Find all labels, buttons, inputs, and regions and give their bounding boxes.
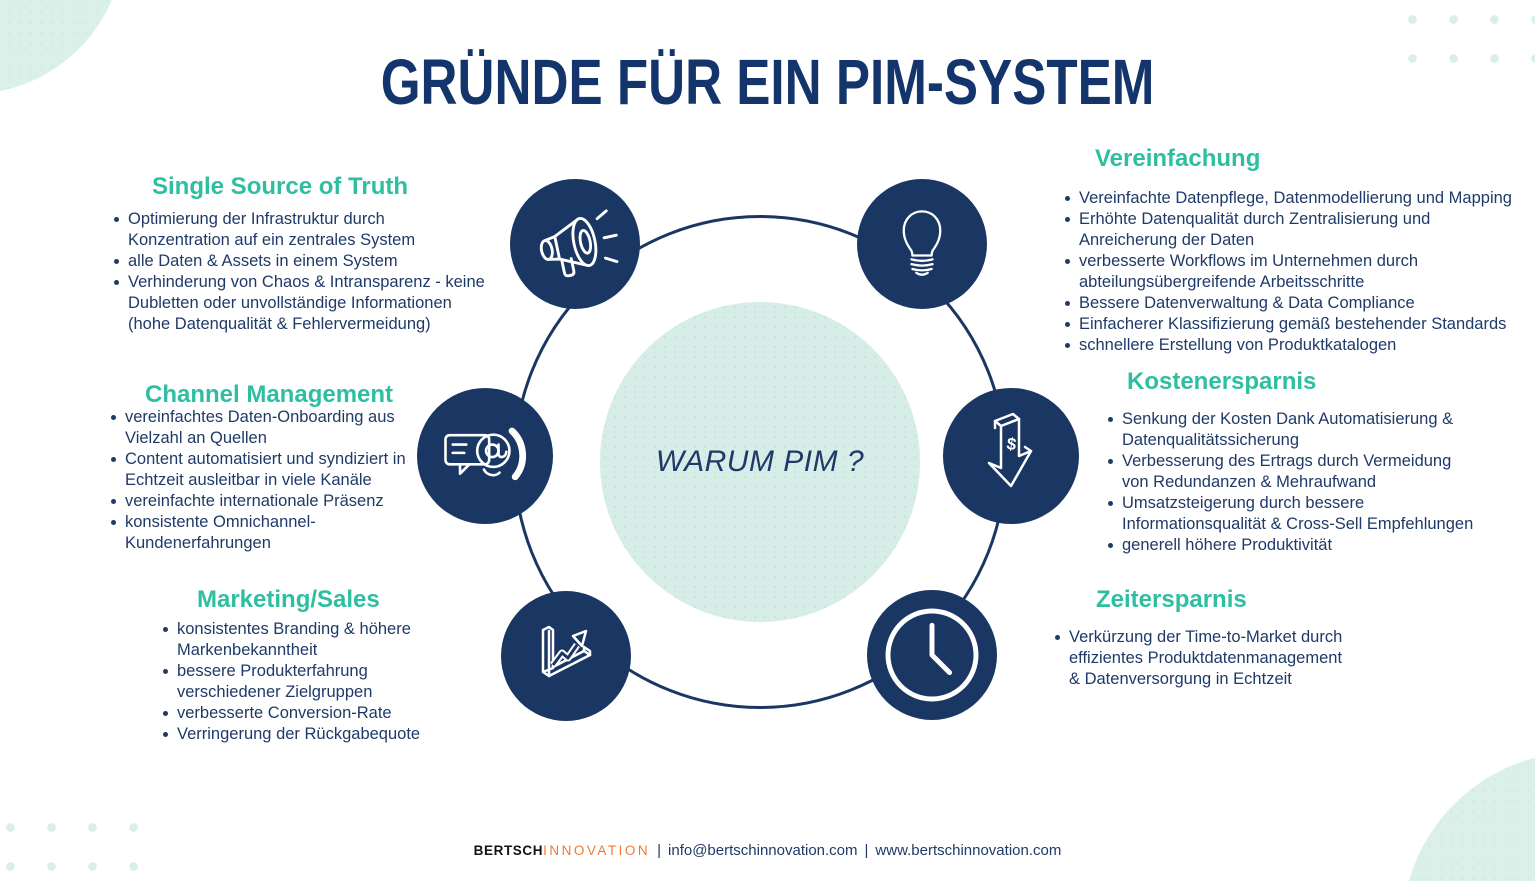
bullet-item: Content automatisiert und syndiziert in … — [108, 449, 438, 491]
section-heading-kostenersparnis: Kostenersparnis — [1127, 368, 1317, 395]
bullet-list-marketing-sales: konsistentes Branding & höhere Markenbek… — [160, 619, 450, 745]
bullet-list-kostenersparnis: Senkung der Kosten Dank Automatisierung … — [1105, 409, 1495, 556]
corner-circle-bottom-right — [1402, 752, 1535, 881]
bullet-list-zeitersparnis: Verkürzung der Time-to-Market durch effi… — [1052, 627, 1372, 690]
dot-grid-bottom-left — [0, 808, 156, 881]
section-heading-zeitersparnis: Zeitersparnis — [1096, 586, 1247, 613]
section-heading-channel-management: Channel Management — [145, 381, 394, 408]
center-label: WARUM PIM ? — [655, 445, 865, 478]
page-title: GRÜNDE FÜR EIN PIM-SYSTEM — [380, 46, 1155, 118]
bullet-item: Vereinfachte Datenpflege, Datenmodellier… — [1062, 188, 1532, 209]
dot-grid-top-right — [1392, 0, 1535, 78]
bullet-item: Verringerung der Rückgabequote — [160, 724, 450, 745]
communication-icon — [417, 388, 553, 524]
section-heading-vereinfachung: Vereinfachung — [1095, 145, 1261, 172]
bullet-list-vereinfachung: Vereinfachte Datenpflege, Datenmodellier… — [1062, 188, 1532, 356]
bullet-item: verbesserte Workflows im Unternehmen dur… — [1062, 251, 1532, 293]
bullet-item: alle Daten & Assets in einem System — [111, 251, 491, 272]
megaphone-icon — [510, 179, 640, 309]
section-heading-marketing-sales: Marketing/Sales — [197, 586, 380, 613]
footer-website: www.bertschinnovation.com — [875, 842, 1062, 859]
bullet-item: Einfacherer Klassifizierung gemäß besteh… — [1062, 314, 1532, 335]
bullet-item: Verbesserung des Ertrags durch Vermeidun… — [1105, 451, 1495, 493]
bullet-item: Bessere Datenverwaltung & Data Complianc… — [1062, 293, 1532, 314]
bullet-item: Senkung der Kosten Dank Automatisierung … — [1105, 409, 1495, 451]
logo-innovation: INNOVATION — [543, 843, 651, 858]
bullet-item: bessere Produkterfahrung verschiedener Z… — [160, 661, 450, 703]
bullet-item: verbesserte Conversion-Rate — [160, 703, 450, 724]
lightbulb-icon — [857, 179, 987, 309]
company-logo: BERTSCH INNOVATION — [474, 843, 650, 858]
svg-text:$: $ — [1005, 434, 1018, 454]
cost-down-arrow-icon: $ — [943, 388, 1079, 524]
bullet-item: Verkürzung der Time-to-Market durch effi… — [1052, 627, 1372, 690]
bullet-item: konsistente Omnichannel- Kundenerfahrung… — [108, 512, 438, 554]
footer-separator: | — [657, 842, 662, 859]
header: GRÜNDE FÜR EIN PIM-SYSTEM — [0, 50, 1535, 114]
bullet-item: konsistentes Branding & höhere Markenbek… — [160, 619, 450, 661]
bullet-item: vereinfachte internationale Präsenz — [108, 491, 438, 512]
bullet-item: generell höhere Produktivität — [1105, 535, 1495, 556]
bullet-item: vereinfachtes Daten-Onboarding aus Vielz… — [108, 407, 438, 449]
bullet-item: schnellere Erstellung von Produktkatalog… — [1062, 335, 1532, 356]
bullet-item: Optimierung der Infrastruktur durch Konz… — [111, 209, 491, 251]
footer: BERTSCH INNOVATION | info@bertschinnovat… — [0, 842, 1535, 859]
bullet-item: Umsatzsteigerung durch bessere Informati… — [1105, 493, 1495, 535]
footer-separator: | — [864, 842, 869, 859]
bullet-item: Verhinderung von Chaos & Intransparenz -… — [111, 272, 491, 335]
bullet-list-single-source-of-truth: Optimierung der Infrastruktur durch Konz… — [111, 209, 491, 335]
center-circle: WARUM PIM ? — [600, 302, 920, 622]
logo-bertsch: BERTSCH — [473, 843, 544, 858]
footer-email: info@bertschinnovation.com — [668, 842, 858, 859]
growth-chart-icon — [501, 591, 631, 721]
clock-icon — [867, 590, 997, 720]
bullet-item: Erhöhte Datenqualität durch Zentralisier… — [1062, 209, 1532, 251]
section-heading-single-source-of-truth: Single Source of Truth — [152, 173, 409, 200]
bullet-list-channel-management: vereinfachtes Daten-Onboarding aus Vielz… — [108, 407, 438, 554]
